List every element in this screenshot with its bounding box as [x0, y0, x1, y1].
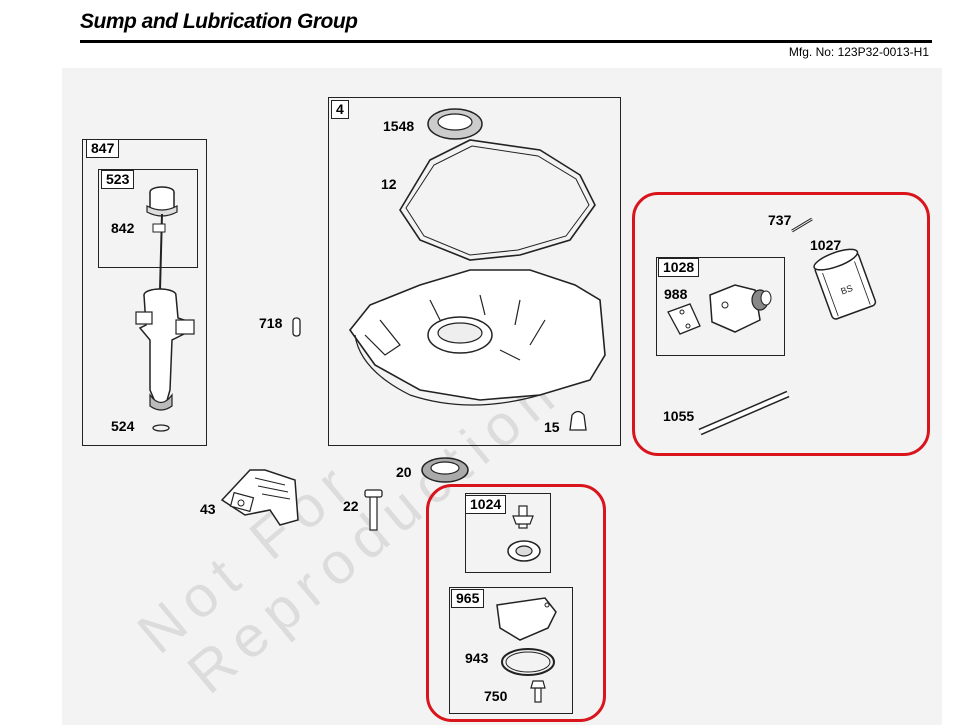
- group-box-965[interactable]: [449, 587, 573, 714]
- part-label-842[interactable]: 842: [111, 220, 135, 236]
- part-label-1548[interactable]: 1548: [383, 118, 415, 134]
- header-divider: [80, 40, 932, 43]
- group-box-4[interactable]: [328, 97, 621, 446]
- page-title: Sump and Lubrication Group: [80, 10, 358, 33]
- svg-text:BS: BS: [839, 283, 854, 297]
- part-label-1055[interactable]: 1055: [663, 408, 695, 424]
- group-tag-965[interactable]: 965: [451, 589, 485, 608]
- group-box-523[interactable]: [98, 169, 198, 268]
- highlight-oil-pump-group: [426, 484, 606, 722]
- group-tag-523[interactable]: 523: [101, 170, 135, 189]
- part-label-20[interactable]: 20: [396, 464, 412, 480]
- part-label-43[interactable]: 43: [200, 501, 216, 517]
- group-tag-1024[interactable]: 1024: [465, 495, 507, 514]
- part-label-1027[interactable]: 1027: [810, 237, 842, 253]
- part-label-15[interactable]: 15: [544, 419, 560, 435]
- group-tag-847[interactable]: 847: [86, 139, 120, 158]
- group-tag-1028[interactable]: 1028: [658, 258, 700, 277]
- part-label-22[interactable]: 22: [343, 498, 359, 514]
- part-label-12[interactable]: 12: [381, 176, 397, 192]
- part-label-718[interactable]: 718: [259, 315, 283, 331]
- group-box-847[interactable]: [82, 139, 207, 446]
- part-label-943[interactable]: 943: [465, 650, 489, 666]
- part-label-988[interactable]: 988: [664, 286, 688, 302]
- part-label-737[interactable]: 737: [768, 212, 792, 228]
- group-box-1028[interactable]: [656, 257, 785, 356]
- group-box-1024[interactable]: [465, 493, 551, 573]
- part-label-524[interactable]: 524: [111, 418, 135, 434]
- part-label-750[interactable]: 750: [484, 688, 508, 704]
- manufacturer-number: Mfg. No: 123P32-0013-H1: [788, 45, 929, 59]
- group-tag-4[interactable]: 4: [331, 100, 349, 119]
- highlight-oil-filter-group: [632, 192, 930, 456]
